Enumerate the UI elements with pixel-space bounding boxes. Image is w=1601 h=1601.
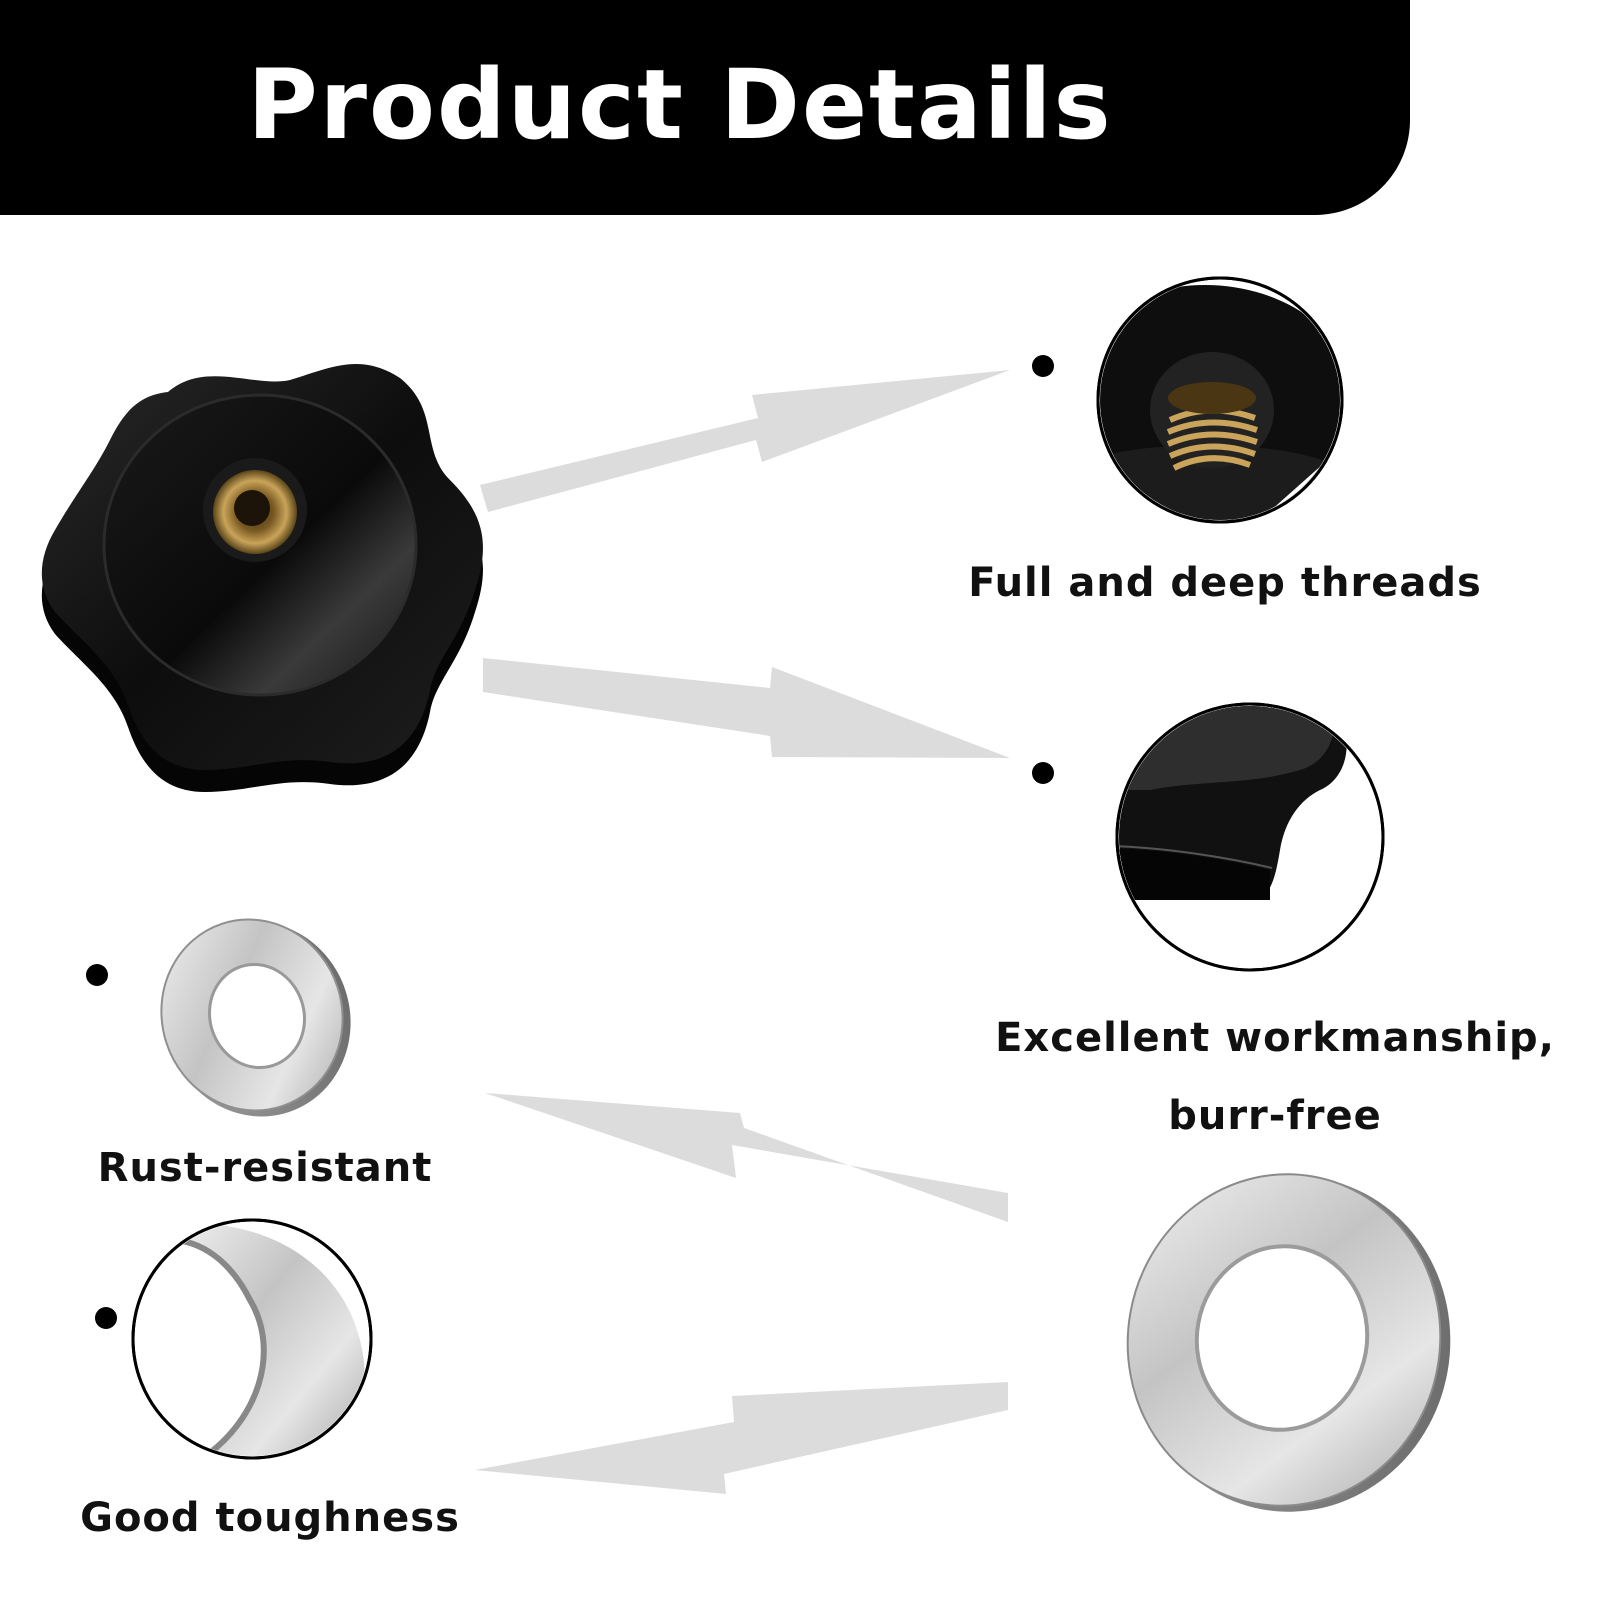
washer-detail-magnifier-icon bbox=[131, 1218, 373, 1460]
arrow-icon bbox=[483, 658, 1010, 758]
star-knob-icon bbox=[41, 364, 483, 792]
arrow-icon bbox=[480, 370, 1010, 512]
feature-label-threads: Full and deep threads bbox=[968, 560, 1482, 606]
arrows bbox=[475, 370, 1010, 1494]
small-washer-icon bbox=[160, 918, 351, 1117]
bullet-dot-icon bbox=[1032, 355, 1054, 377]
page-title: Product Details bbox=[247, 49, 1113, 161]
arrow-icon bbox=[485, 1093, 1008, 1222]
brass-insert-icon bbox=[203, 458, 307, 562]
arrow-icon bbox=[475, 1382, 1008, 1494]
bullet-dot-icon bbox=[95, 1307, 117, 1329]
feature-label-rust: Rust-resistant bbox=[97, 1145, 433, 1191]
lobe-detail-magnifier-icon bbox=[1115, 702, 1385, 972]
threads-detail-magnifier-icon bbox=[1096, 276, 1344, 524]
feature-label-workmanship: Excellent workmanship, bbox=[995, 1015, 1555, 1061]
bullet-dot-icon bbox=[86, 964, 108, 986]
large-washer-icon bbox=[1126, 1173, 1451, 1512]
bullet-dot-icon bbox=[1032, 762, 1054, 784]
feature-label-toughness: Good toughness bbox=[80, 1495, 460, 1541]
feature-label-workmanship-line2: burr-free bbox=[1168, 1093, 1382, 1139]
header-banner: Product Details bbox=[0, 0, 1410, 215]
